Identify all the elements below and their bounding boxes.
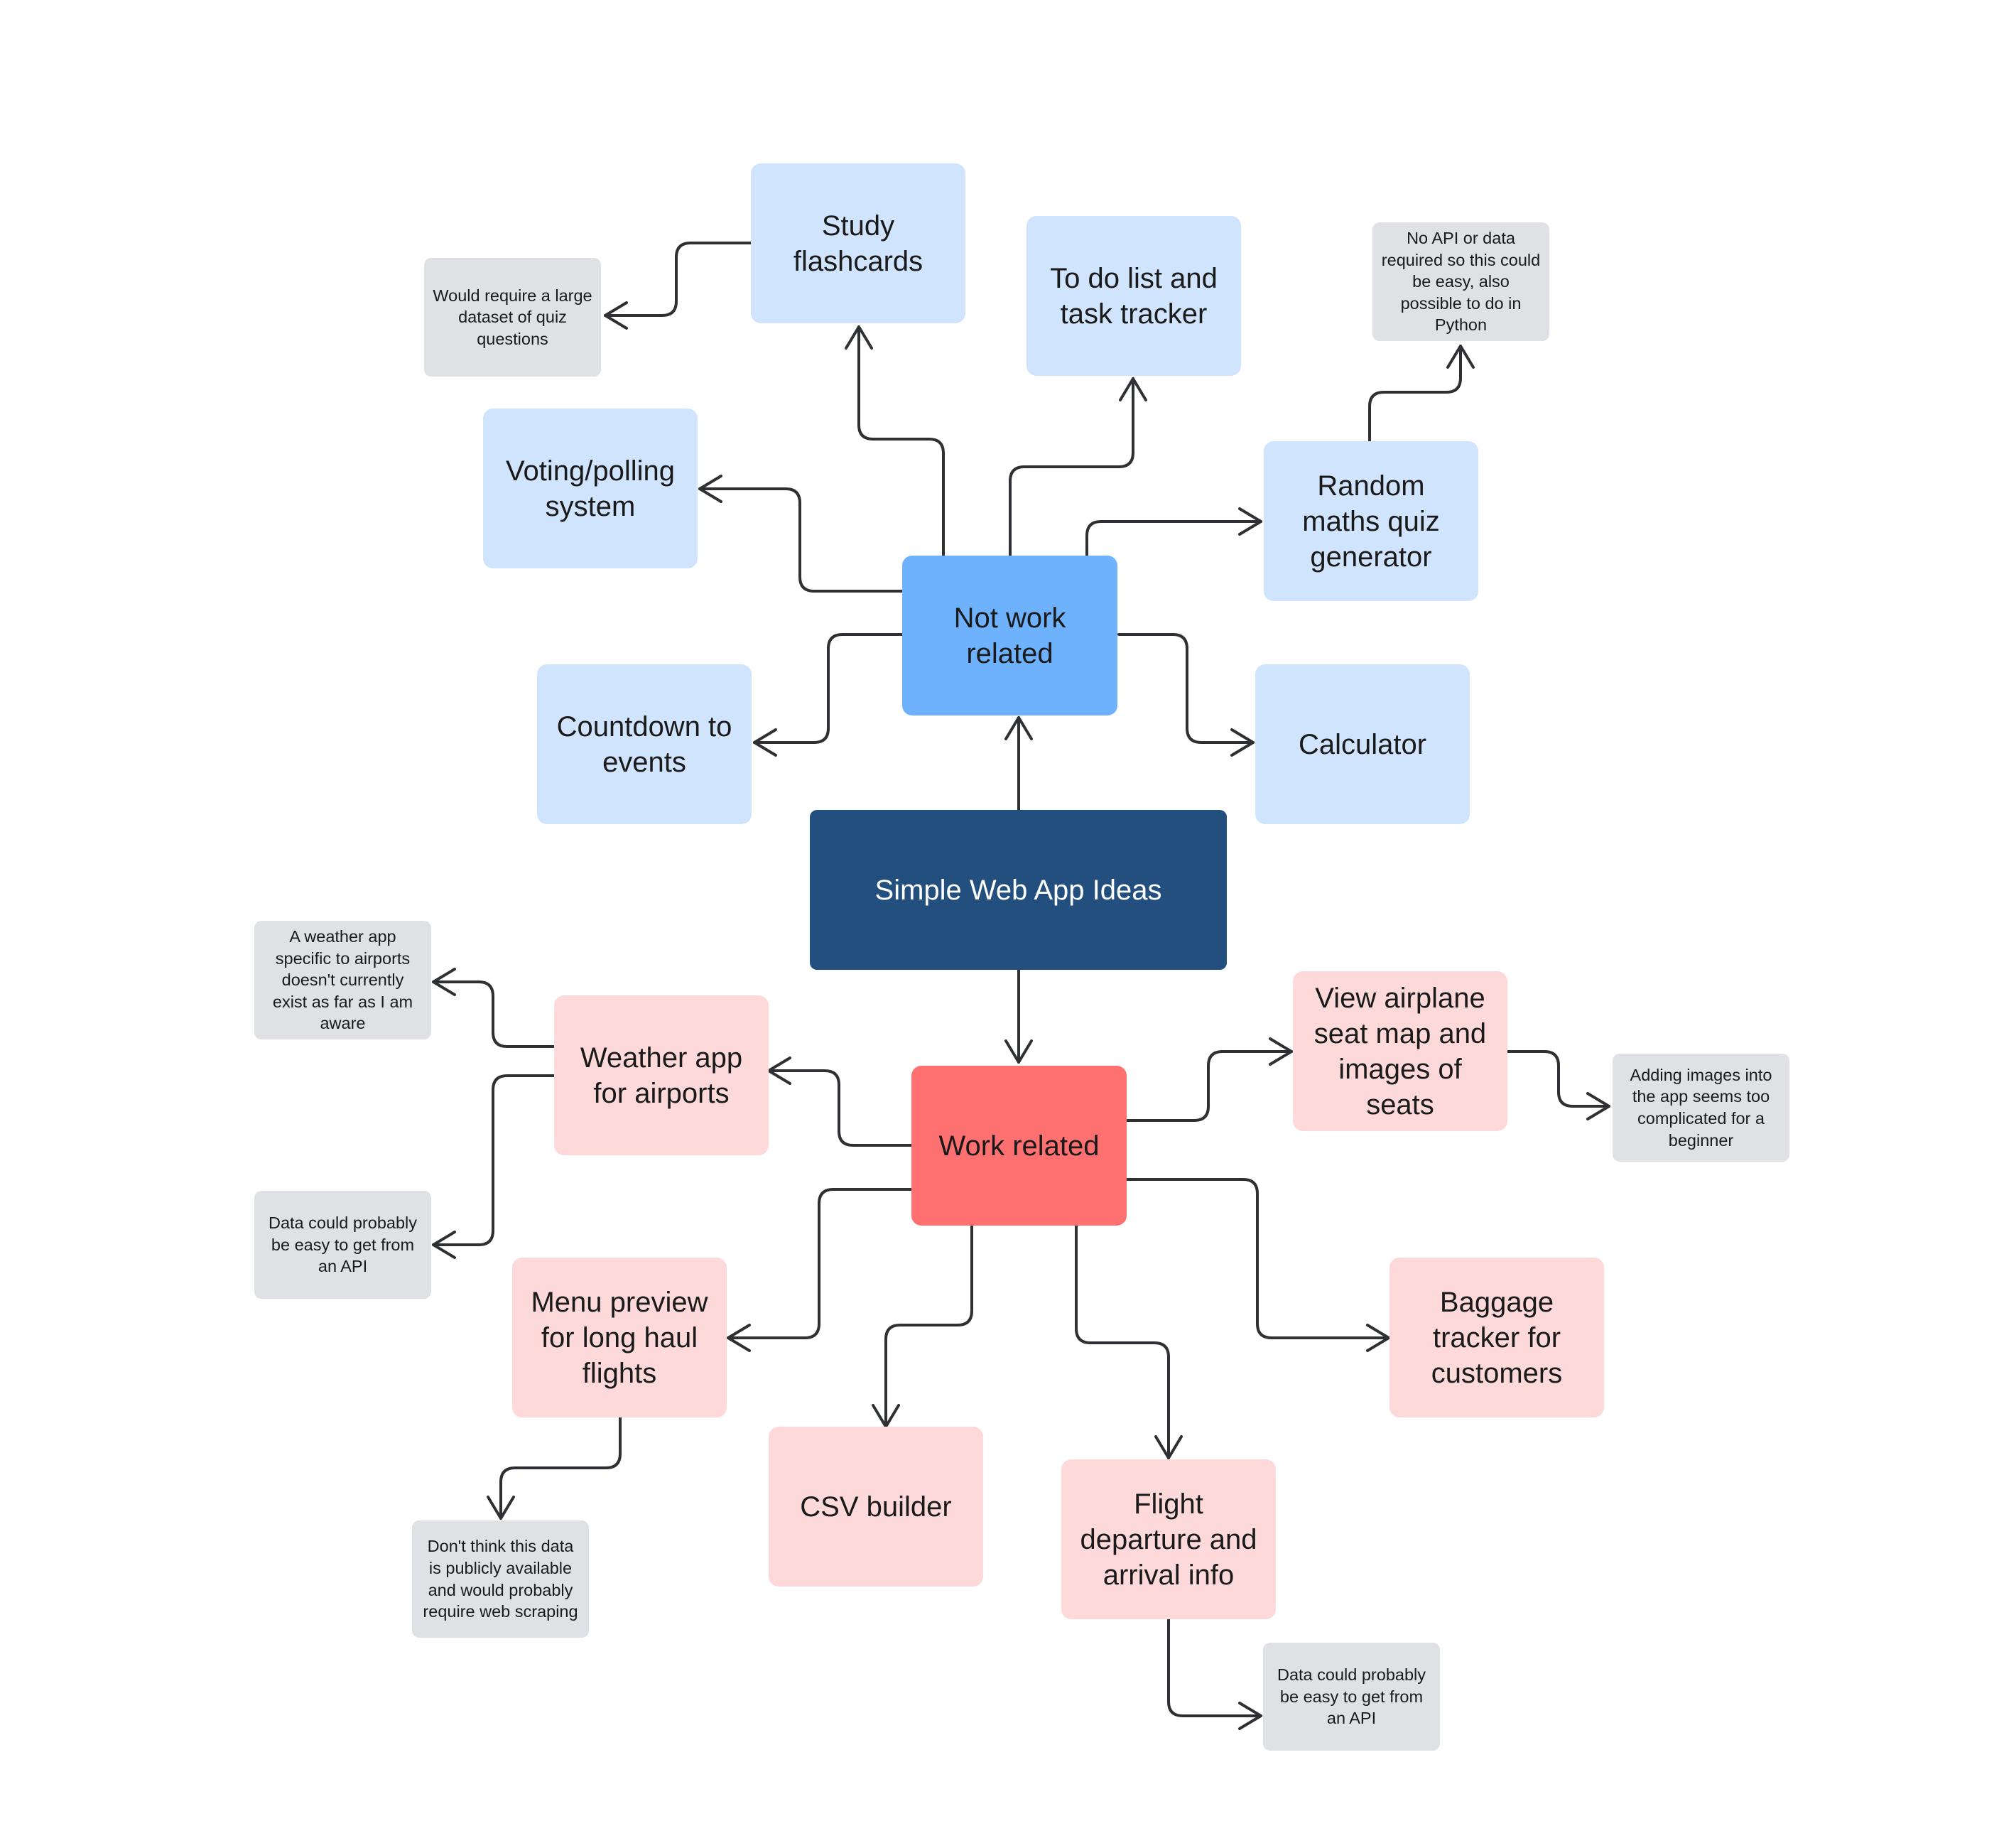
arrowhead-calculator [1230, 728, 1255, 757]
idea-weather-airports-label: Weather app for airports [580, 1042, 743, 1109]
connector-to-weather-note-2 [432, 1074, 556, 1246]
idea-voting-label: Voting/polling system [506, 455, 675, 522]
idea-seat-map-label: View airplane seat map and images of sea… [1313, 982, 1487, 1120]
idea-menu-preview-label: Menu preview for long haul flights [531, 1286, 708, 1389]
connector-to-baggage [1125, 1178, 1390, 1339]
idea-study-flashcards-label: Study flashcards [793, 210, 923, 277]
connector-to-menu-note [499, 1416, 622, 1520]
connector-to-random-quiz [1085, 520, 1262, 557]
connector-to-quiz-note [1368, 345, 1462, 442]
hub-not-work-label: Not work related [953, 602, 1066, 669]
note-flashcards-text: Would require a large dataset of quiz qu… [433, 286, 592, 348]
arrowhead-weather-app [767, 1057, 791, 1085]
note-seat-map-text: Adding images into the app seems too com… [1630, 1065, 1772, 1150]
connector-to-weather-app [767, 1069, 913, 1147]
arrowhead-weather-note-2 [432, 1231, 456, 1259]
idea-voting: Voting/polling system [483, 409, 698, 568]
idea-countdown: Countdown to events [537, 664, 752, 824]
arrowhead-menu-note [487, 1496, 515, 1520]
note-weather-1: A weather app specific to airports doesn… [254, 921, 431, 1039]
idea-csv-builder-label: CSV builder [800, 1491, 952, 1523]
arrowhead-weather-note-1 [432, 968, 456, 996]
idea-flight-info: Flight departure and arrival info [1061, 1459, 1276, 1619]
idea-weather-airports: Weather app for airports [554, 995, 769, 1155]
arrowhead-voting [698, 475, 722, 503]
idea-countdown-label: Countdown to events [556, 710, 732, 778]
note-weather-2: Data could probably be easy to get from … [254, 1191, 431, 1299]
arrowhead-flashcards-note [604, 301, 628, 330]
connector-to-study-flashcards [857, 325, 945, 557]
hub-work-label: Work related [938, 1130, 1100, 1162]
connector-to-seat-map [1125, 1050, 1293, 1122]
connector-to-todo-list [1009, 377, 1134, 557]
idea-flight-info-label: Flight departure and arrival info [1080, 1488, 1257, 1591]
root-label: Simple Web App Ideas [874, 874, 1162, 906]
idea-baggage-tracker: Baggage tracker for customers [1389, 1258, 1604, 1417]
note-random-quiz-text: No API or data required so this could be… [1381, 229, 1541, 335]
note-flashcards: Would require a large dataset of quiz qu… [424, 258, 601, 377]
idea-todo-list: To do list and task tracker [1026, 216, 1241, 376]
note-flight-info: Data could probably be easy to get from … [1263, 1643, 1440, 1751]
note-menu-preview-text: Don't think this data is publicly availa… [423, 1537, 578, 1621]
idea-random-quiz-label: Random maths quiz generator [1302, 470, 1440, 573]
arrowhead-study-flashcards [845, 325, 873, 350]
arrowhead-flight-info [1154, 1435, 1183, 1459]
idea-seat-map: View airplane seat map and images of sea… [1293, 971, 1507, 1131]
idea-calculator: Calculator [1255, 664, 1470, 824]
connector-to-flight-info [1075, 1224, 1170, 1459]
connector-to-voting [698, 487, 904, 593]
idea-csv-builder: CSV builder [769, 1427, 983, 1587]
note-seat-map: Adding images into the app seems too com… [1613, 1054, 1789, 1162]
connector-to-menu-preview [727, 1188, 913, 1339]
idea-menu-preview: Menu preview for long haul flights [512, 1258, 727, 1417]
note-weather-1-text: A weather app specific to airports doesn… [272, 927, 413, 1033]
arrowhead-todo-list [1119, 377, 1147, 401]
connector-to-flashcards-note [604, 242, 752, 317]
note-weather-2-text: Data could probably be easy to get from … [268, 1214, 418, 1276]
connector-to-flight-note [1167, 1619, 1262, 1717]
arrowhead-random-quiz [1238, 507, 1262, 536]
idea-random-quiz: Random maths quiz generator [1264, 441, 1478, 601]
note-flight-info-text: Data could probably be easy to get from … [1277, 1665, 1426, 1728]
arrowhead-seat-note [1586, 1092, 1610, 1120]
connector-to-csv-builder [884, 1224, 973, 1428]
idea-todo-list-label: To do list and task tracker [1050, 262, 1218, 330]
arrowhead-countdown [753, 728, 777, 757]
hub-not-work-related: Not work related [902, 556, 1117, 715]
idea-calculator-label: Calculator [1298, 728, 1427, 760]
arrowhead-menu-preview [727, 1324, 751, 1352]
arrowhead-flight-note [1238, 1702, 1262, 1730]
note-menu-preview: Don't think this data is publicly availa… [412, 1520, 589, 1638]
connector-to-seat-note [1505, 1050, 1610, 1108]
arrowhead-not-work-hub [1004, 716, 1033, 740]
arrowhead-work-hub [1004, 1039, 1033, 1064]
arrowhead-seat-map [1269, 1037, 1293, 1066]
note-random-quiz: No API or data required so this could be… [1372, 222, 1549, 341]
arrowhead-quiz-note [1446, 345, 1475, 369]
idea-study-flashcards: Study flashcards [751, 163, 965, 323]
idea-baggage-tracker-label: Baggage tracker for customers [1431, 1286, 1563, 1389]
connector-to-countdown [753, 633, 904, 744]
connector-to-calculator [1117, 633, 1255, 744]
connector-to-weather-note-1 [432, 980, 556, 1048]
arrowhead-csv-builder [872, 1404, 900, 1428]
arrowhead-baggage [1366, 1324, 1390, 1352]
hub-work-related: Work related [911, 1066, 1127, 1226]
root-node: Simple Web App Ideas [810, 810, 1227, 970]
